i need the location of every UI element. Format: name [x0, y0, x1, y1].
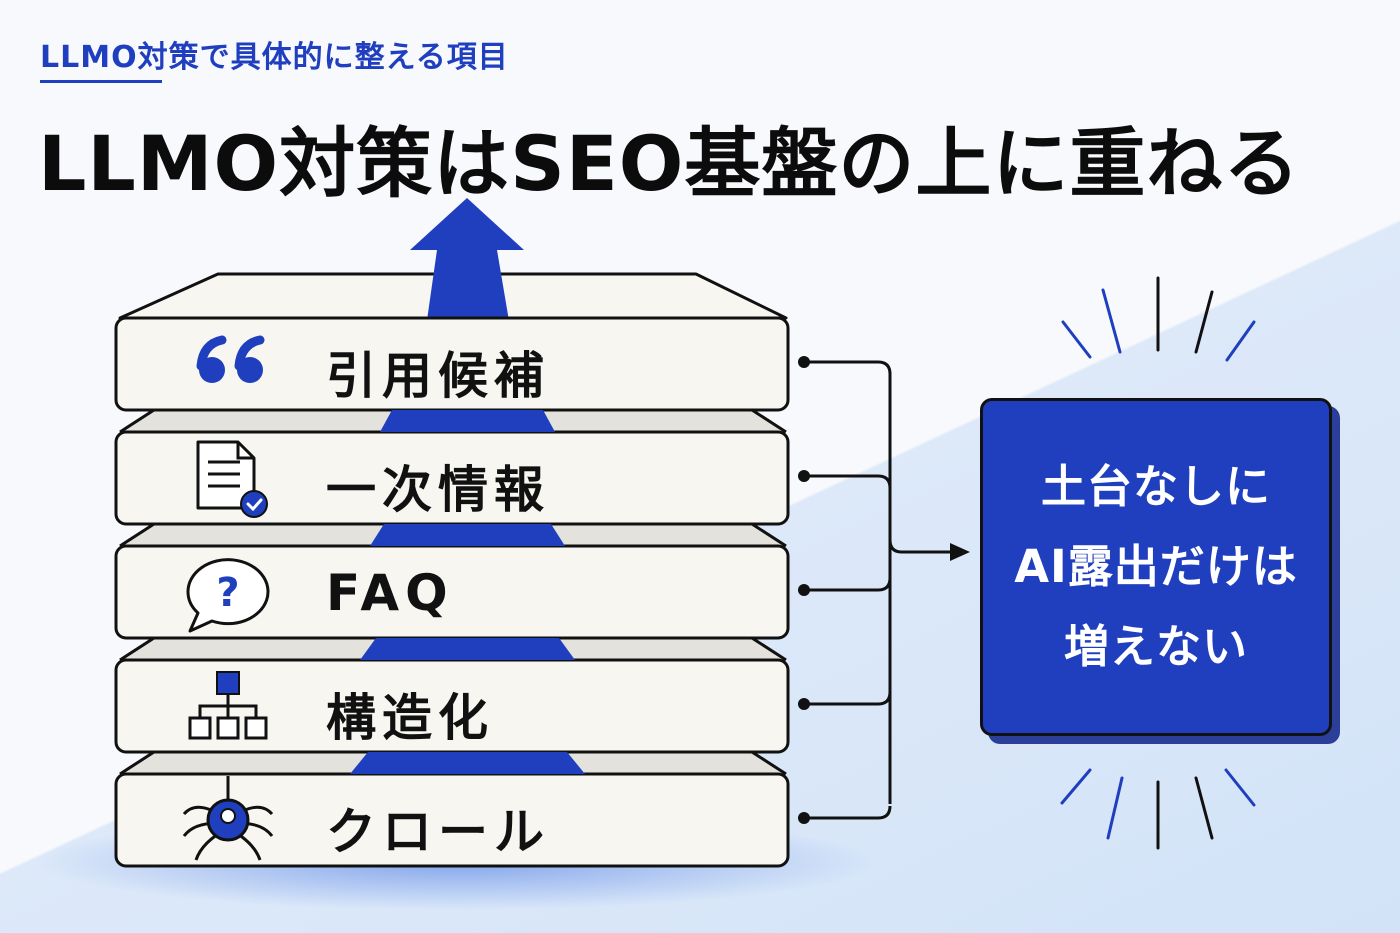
connector-line [804, 691, 892, 706]
callout-line-3: 増えない [1063, 620, 1248, 673]
main-title: LLMO対策はSEO基盤の上に重ねる [38, 119, 1301, 208]
connector-branch [888, 539, 952, 554]
layer-label: クロール [326, 803, 550, 861]
layer-arrow-segment [370, 524, 565, 546]
layer-5 [114, 750, 790, 868]
layer-arrow-segment [380, 410, 555, 432]
callout-line-1: 土台なしに [1040, 460, 1271, 513]
layer-1 [114, 316, 790, 412]
callout-box: 土台なしに AI露出だけは 増えない [980, 398, 1332, 736]
spider-icon [182, 776, 274, 861]
callout-line-2: AI露出だけは [1014, 540, 1298, 593]
burst-lines-top [1061, 276, 1256, 362]
layer-2 [114, 408, 790, 526]
layer-3: ? [114, 522, 790, 640]
connector-line [804, 805, 892, 820]
subtitle: LLMO対策で具体的に整える項目 [40, 40, 509, 75]
layer-4 [114, 636, 790, 754]
up-arrow-head [410, 198, 524, 250]
layer-arrow-segment [360, 638, 575, 660]
subtitle-underline [40, 80, 162, 83]
connector-line [804, 360, 892, 375]
layer-label: 引用候補 [326, 347, 550, 405]
connector-line [804, 577, 892, 592]
quote-icon [196, 335, 265, 383]
burst-lines-bottom [1060, 768, 1256, 850]
document-check-icon [196, 440, 268, 518]
layer-arrow-segment [350, 752, 585, 774]
svg-text:?: ? [216, 570, 239, 616]
hierarchy-icon [188, 671, 268, 740]
connector-line [804, 474, 892, 489]
question-bubble-icon: ? [186, 558, 270, 633]
layer-label: 構造化 [326, 689, 494, 747]
layer-label: 一次情報 [326, 461, 550, 519]
layer-label: FAQ [326, 564, 454, 622]
connector-arrowhead [950, 543, 970, 561]
